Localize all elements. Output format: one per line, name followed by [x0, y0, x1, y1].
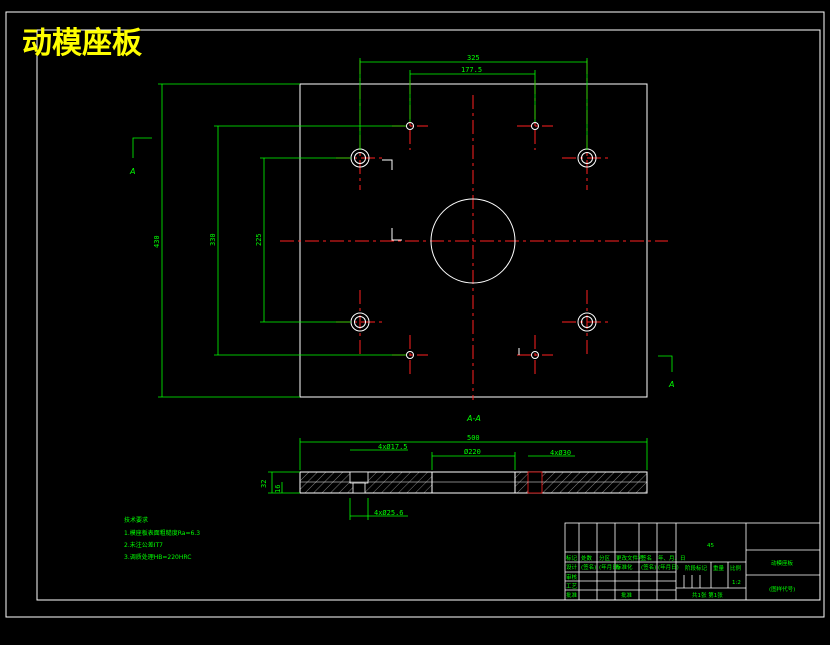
tb-row2-5: (年月日): [658, 563, 679, 571]
dim-center: Ø220: [464, 448, 481, 456]
dim-325: 325: [467, 54, 480, 62]
technical-notes: 技术要求 1.模座板表面粗糙度Ra=6.3 2.未注公差IT7 3.调质处理HB…: [124, 516, 200, 561]
dim-hole-a: 4xØ17.5: [378, 443, 408, 451]
tb-label-4: 签名: [641, 554, 652, 562]
tb-row2-1: (签名): [581, 563, 596, 571]
title-block-text: 45 动模座板 (图样代号) 1:2 共1张 第1张 标记 处数 分区 更改文件…: [566, 543, 795, 599]
center-hole: [430, 198, 516, 284]
notes-line-2: 2.未注公差IT7: [124, 541, 163, 549]
dim-thick-part: 16: [274, 485, 282, 493]
dim-177-5: 177.5: [461, 66, 482, 74]
tb-material: 45: [707, 543, 714, 549]
tb-label-1: 处数: [581, 554, 593, 562]
tb-drawing-no: (图样代号): [769, 585, 795, 593]
corner-ticks: [382, 159, 520, 355]
section-marker-right: A: [668, 380, 674, 389]
section-marker-left: A: [129, 167, 135, 176]
dim-430: 430: [153, 235, 161, 248]
drawing-title: 动模座板: [22, 26, 142, 61]
section-dims: [268, 438, 648, 520]
inner-border: [36, 29, 821, 601]
dim-225: 225: [255, 233, 263, 246]
dim-hole-c: 4xØ25.6: [374, 509, 404, 517]
tb-ratio-label: 比例: [730, 564, 742, 572]
tb-process: 工艺: [566, 583, 578, 590]
tb-label-2: 分区: [599, 554, 611, 562]
tb-row2-0: 设计: [566, 563, 578, 571]
dim-500: 500: [467, 434, 480, 442]
dim-thick-total: 32: [260, 480, 268, 488]
tb-label-3: 更改文件号: [616, 554, 644, 562]
center-lines: [280, 60, 668, 400]
tb-label-5: 年、月、日: [658, 554, 686, 562]
tb-row2-3: 标准化: [616, 563, 633, 571]
tb-review: 审核: [566, 573, 578, 581]
tb-weight-label: 重量: [713, 564, 725, 572]
tb-approve-2: 批准: [621, 591, 633, 599]
outer-border: [5, 11, 825, 618]
notes-line-1: 1.模座板表面粗糙度Ra=6.3: [124, 529, 200, 537]
section-view: [299, 471, 648, 494]
screw-holes: [406, 122, 539, 359]
section-label: A-A: [466, 414, 481, 423]
tb-scale: 1:2: [732, 580, 741, 586]
tb-row2-2: (年月日): [599, 563, 620, 571]
tb-part-name: 动模座板: [771, 559, 794, 567]
dim-lines: [132, 58, 673, 398]
tb-sheet: 共1张 第1张: [692, 591, 723, 599]
notes-line-3: 3.调质处理HB=220HRC: [124, 553, 191, 561]
tb-approve: 批准: [566, 591, 578, 599]
notes-heading: 技术要求: [124, 516, 148, 524]
dim-hole-b: 4xØ30: [550, 449, 571, 457]
dim-330: 330: [209, 233, 217, 246]
tb-label-0: 标记: [566, 554, 578, 562]
tb-stage-label: 阶段标记: [685, 564, 708, 572]
title-block: [564, 522, 821, 601]
tb-row2-4: (签名): [641, 563, 656, 571]
